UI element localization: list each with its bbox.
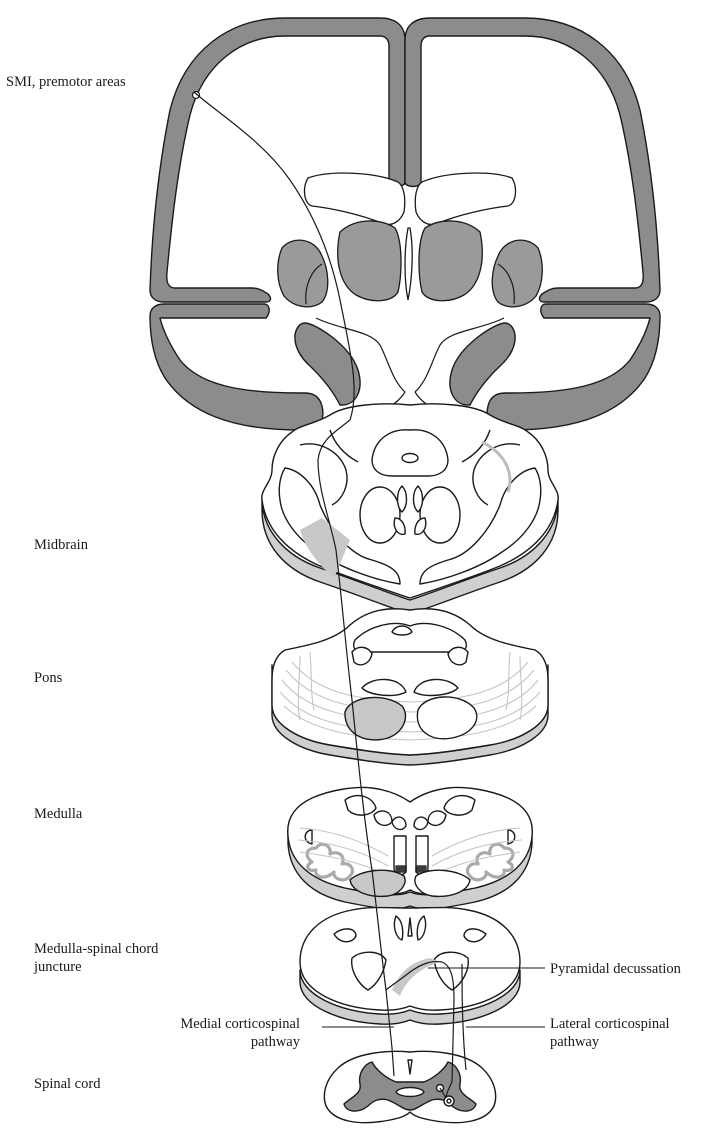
pons-section (272, 609, 548, 765)
cerebral-cortex (150, 18, 660, 430)
midbrain-section (262, 404, 558, 614)
left-thalamus (338, 221, 401, 301)
medulla-section (288, 787, 533, 908)
juncture-section (300, 908, 520, 1025)
left-cortex-lower-band (150, 304, 323, 430)
right-putamen (492, 240, 542, 307)
right-cortex-lower-band (487, 304, 660, 430)
septum (405, 228, 412, 300)
upper-motor-neuron (193, 92, 200, 99)
left-putamen (278, 240, 328, 307)
spinal-cord-section (324, 1051, 495, 1122)
right-thalamus (419, 221, 482, 301)
